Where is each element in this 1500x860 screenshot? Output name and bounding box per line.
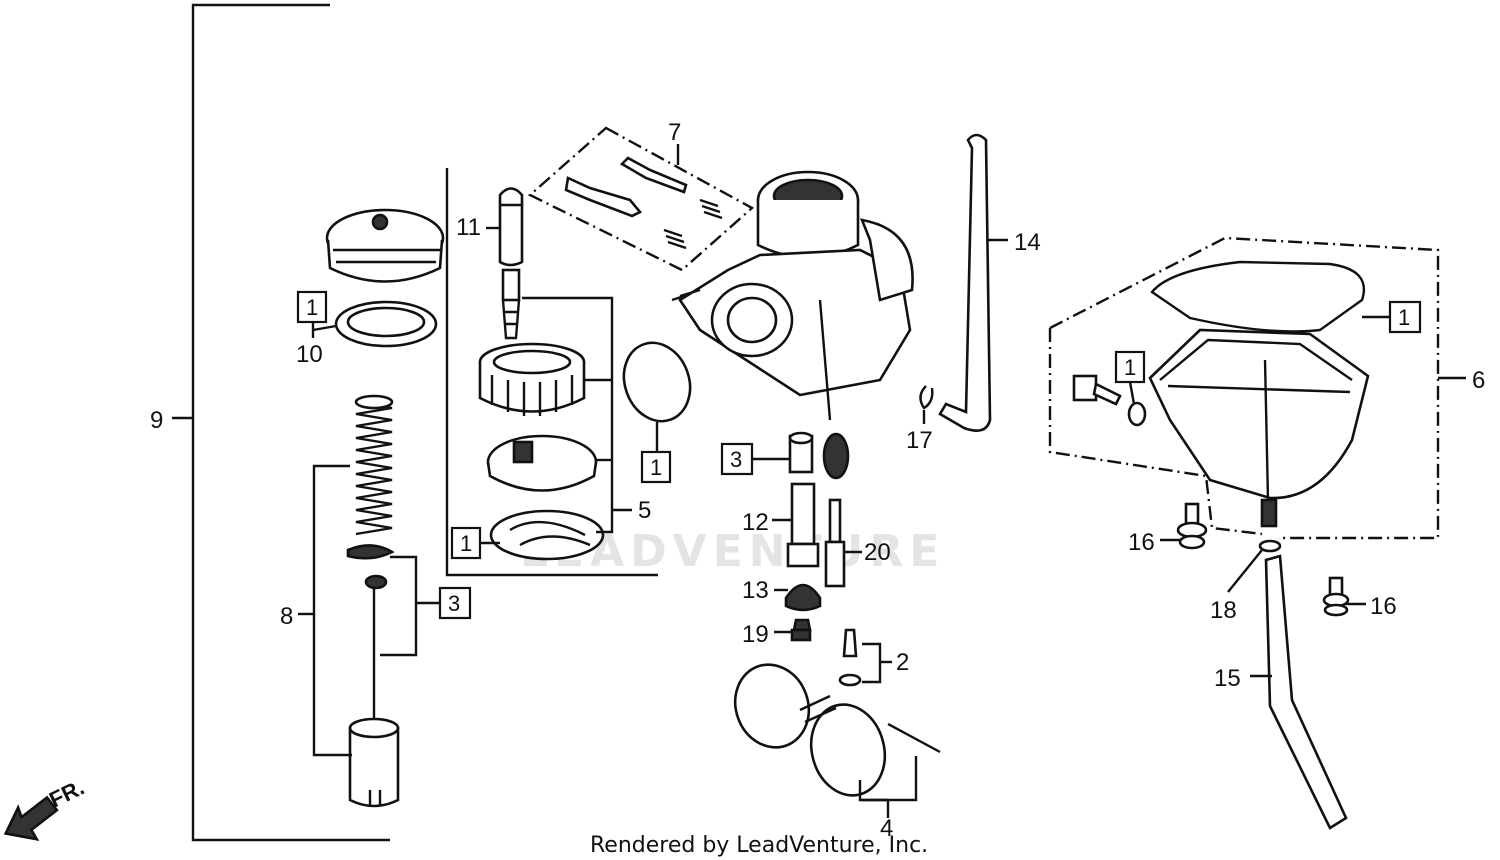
float-chamber-gasket[interactable] — [1150, 260, 1366, 333]
jet-19[interactable] — [790, 618, 812, 642]
label-12: 12 — [742, 509, 769, 536]
float-chamber[interactable] — [1148, 328, 1370, 528]
drain-tube[interactable] — [1264, 554, 1348, 830]
label-7: 7 — [668, 119, 681, 146]
float-pin[interactable] — [887, 722, 941, 754]
label-16a: 16 — [1128, 529, 1155, 556]
ref-box-1-drain-oring — [1114, 350, 1146, 384]
credit-text: Rendered by LeadVenture, Inc. — [590, 833, 928, 858]
label-13: 13 — [742, 577, 769, 604]
ref-box-label: 1 — [1398, 305, 1410, 330]
throttle-valve-spring[interactable] — [354, 394, 394, 536]
starter-nut[interactable] — [478, 342, 586, 416]
float-assembly[interactable] — [724, 654, 895, 804]
chamber-screw-right[interactable] — [1322, 576, 1350, 617]
label-2: 2 — [896, 649, 909, 676]
needle-clip[interactable] — [346, 544, 395, 560]
pilot-screw[interactable] — [564, 156, 688, 218]
label-16b: 16 — [1370, 593, 1397, 620]
bracket-2 — [862, 642, 882, 684]
starter-valve[interactable] — [498, 187, 524, 267]
vent-tube[interactable] — [938, 133, 992, 432]
set-6-outline-lower — [1048, 328, 1263, 536]
label-20: 20 — [864, 539, 891, 566]
ref-box-label: 1 — [306, 295, 318, 320]
screw-springs[interactable] — [663, 198, 723, 250]
bracket-9 — [172, 3, 390, 842]
starter-cover-gasket[interactable] — [489, 509, 605, 561]
label-8: 8 — [280, 603, 293, 630]
set-7-outline — [527, 126, 755, 272]
o-ring[interactable] — [613, 333, 701, 430]
label-5: 5 — [638, 497, 651, 524]
float-valve[interactable] — [838, 628, 862, 687]
bracket-5-frame — [445, 168, 658, 577]
label-18: 18 — [1210, 597, 1237, 624]
label-17: 17 — [906, 427, 933, 454]
label-9: 9 — [150, 407, 163, 434]
front-direction-arrow: FR. — [3, 774, 88, 842]
bracket-3-left — [380, 555, 418, 657]
throttle-valve[interactable] — [348, 717, 400, 808]
carburetor-body[interactable] — [671, 170, 914, 480]
starter-cover[interactable] — [486, 434, 598, 492]
bracket-5 — [522, 296, 614, 534]
label-11: 11 — [456, 214, 481, 241]
carburetor-top-cap[interactable] — [325, 208, 445, 283]
label-10: 10 — [296, 341, 323, 368]
chamber-screw-left[interactable] — [1176, 502, 1208, 550]
ref-box-label: 1 — [1124, 355, 1136, 380]
tube-clip[interactable] — [919, 385, 934, 410]
label-6: 6 — [1472, 367, 1485, 394]
needle-jet-holder[interactable] — [786, 482, 820, 568]
cap-gasket[interactable] — [334, 300, 438, 348]
set-6-outline — [1049, 236, 1440, 540]
starter-plunger[interactable] — [501, 268, 521, 340]
drain-screw-o-ring[interactable] — [1127, 401, 1147, 427]
slow-jet[interactable] — [824, 498, 846, 588]
ref-box-1-gasket — [296, 290, 328, 324]
label-15: 15 — [1214, 665, 1241, 692]
needle-jet-holder-top[interactable] — [788, 431, 814, 474]
needle-retainer[interactable] — [364, 574, 388, 590]
drain-screw[interactable] — [1072, 374, 1122, 406]
ref-box-1-starter-gasket — [450, 526, 482, 560]
ref-box-label: 1 — [460, 531, 472, 556]
ref-box-label: 3 — [730, 447, 742, 472]
ref-box-3-needle — [438, 586, 472, 620]
main-jet[interactable] — [784, 583, 822, 612]
label-14: 14 — [1014, 229, 1041, 256]
ref-box-label: 3 — [448, 591, 460, 616]
ref-box-1-o-ring — [640, 450, 672, 484]
label-4: 4 — [880, 815, 893, 842]
drain-washer[interactable] — [1258, 539, 1282, 553]
bracket-8 — [312, 464, 352, 757]
ref-box-label: 1 — [650, 455, 662, 480]
label-19: 19 — [742, 621, 769, 648]
